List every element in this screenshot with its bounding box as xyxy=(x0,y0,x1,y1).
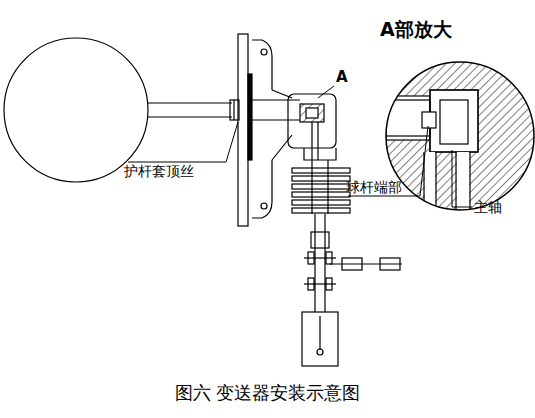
cooling-fins xyxy=(292,160,350,214)
magnified-view xyxy=(385,60,535,212)
part-label: 主轴 xyxy=(474,200,502,214)
flange xyxy=(238,34,300,226)
leader-lines xyxy=(128,86,472,207)
section-mark: A xyxy=(336,70,348,85)
part-label: 护杆套顶丝 xyxy=(124,164,194,178)
part-label: 球杆端部 xyxy=(346,180,402,194)
stem xyxy=(302,214,402,366)
view-title: A部放大 xyxy=(380,20,452,39)
housing xyxy=(288,94,336,160)
figure-caption: 图六 变送器安装示意图 xyxy=(175,384,361,402)
ball-rod xyxy=(147,100,239,120)
float-ball xyxy=(4,38,148,182)
